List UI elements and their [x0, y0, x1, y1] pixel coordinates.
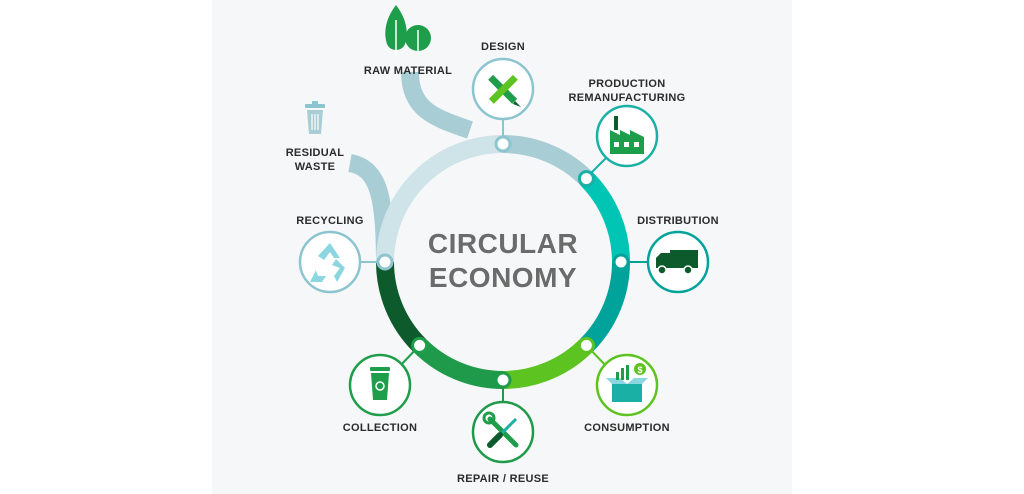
label-design: DESIGN — [481, 41, 525, 53]
label-distribution: DISTRIBUTION — [637, 215, 719, 227]
svg-text:$: $ — [637, 365, 642, 375]
consumption-icon-circle: $ — [595, 353, 659, 417]
raw-material-flow — [401, 71, 473, 139]
label-production: PRODUCTION — [589, 78, 666, 90]
trash-can-icon — [305, 101, 325, 134]
label-consumption: CONSUMPTION — [584, 422, 670, 434]
shopping-box-icon: $ — [606, 363, 648, 402]
ring-nodes — [376, 135, 630, 389]
recycle-icon — [310, 243, 345, 282]
label-waste: WASTE — [295, 161, 336, 173]
trees-icon — [385, 5, 431, 56]
distribution-icon-circle — [646, 230, 710, 294]
ring-segment-green — [502, 338, 593, 389]
node-recycling — [376, 253, 394, 271]
label-residual: RESIDUAL — [286, 147, 345, 159]
ring-segment-dark-green — [376, 261, 427, 352]
pencil-ruler-icon — [488, 74, 521, 107]
ring-segment-light — [502, 135, 593, 186]
label-remanufacturing: REMANUFACTURING — [569, 92, 686, 104]
ring-segment-mid-green — [413, 338, 504, 389]
center-title-line-1: CIRCULAR — [428, 228, 578, 259]
design-icon-circle — [471, 57, 535, 121]
node-distribution — [612, 253, 630, 271]
recycling-icon-circle — [298, 230, 362, 294]
node-consumption — [577, 336, 595, 354]
label-raw-material: RAW MATERIAL — [364, 65, 452, 77]
recycle-bin-icon — [370, 367, 390, 400]
repair-icon-circle — [471, 400, 535, 464]
ring-segment-dark-teal — [579, 261, 630, 352]
ring-segment-pale — [376, 135, 504, 263]
label-collection: COLLECTION — [343, 422, 418, 434]
label-repair-reuse: REPAIR / REUSE — [457, 473, 549, 485]
cycle-ring — [376, 135, 630, 389]
node-design — [494, 135, 512, 153]
factory-icon — [610, 116, 644, 154]
node-repair — [494, 371, 512, 389]
truck-icon — [656, 250, 698, 275]
center-title-line-2: ECONOMY — [429, 262, 577, 293]
node-production — [577, 170, 595, 188]
production-icon-circle — [595, 104, 659, 168]
wrench-screwdriver-icon — [482, 411, 519, 448]
collection-icon-circle — [348, 353, 412, 417]
label-recycling: RECYCLING — [296, 215, 363, 227]
ring-segment-teal — [579, 172, 630, 263]
connectors — [358, 120, 648, 402]
node-collection — [411, 336, 429, 354]
